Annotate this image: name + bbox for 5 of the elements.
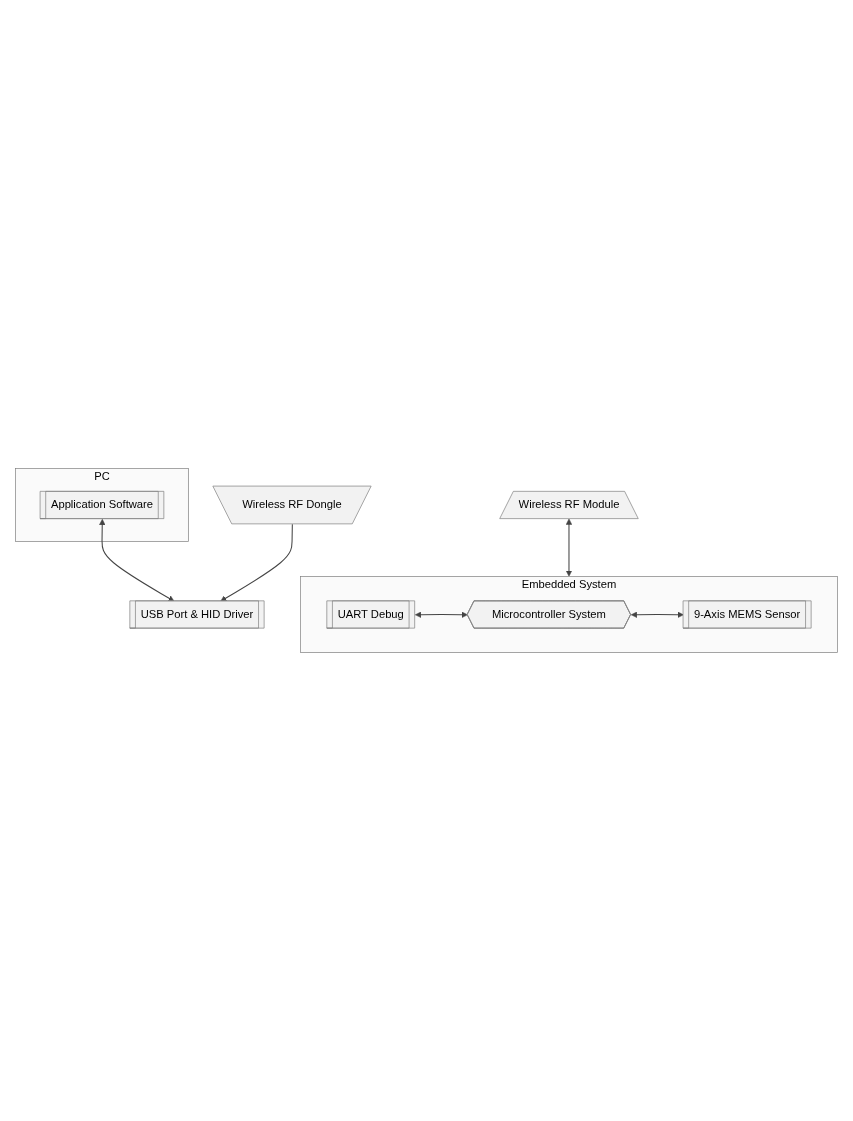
arrow xyxy=(220,523,293,602)
arrow xyxy=(99,518,175,602)
arrow xyxy=(565,518,573,577)
arrow xyxy=(630,611,684,618)
arrow xyxy=(415,611,468,618)
